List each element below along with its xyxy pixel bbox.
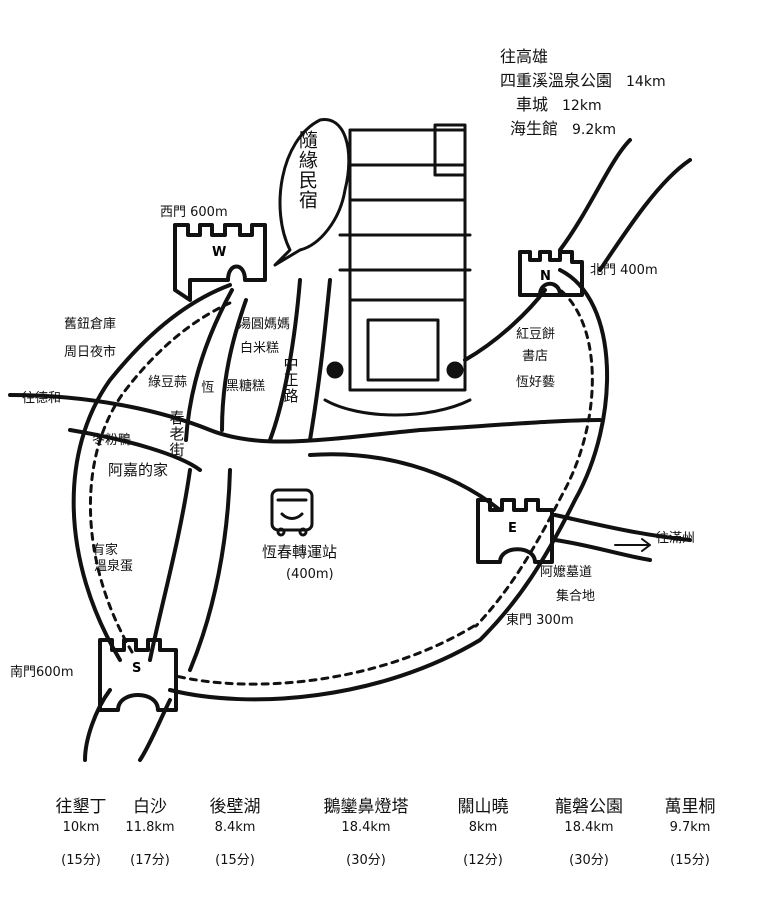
bottom-destination: 往墾丁 10km (15分) bbox=[55, 797, 107, 868]
road-southwest-exit bbox=[83, 688, 172, 762]
city-wall bbox=[71, 268, 610, 702]
label-zhongzheng-road: 中正路 bbox=[281, 356, 300, 404]
east-gate bbox=[476, 498, 554, 564]
east-gate-label: 東門 300m bbox=[506, 613, 574, 628]
homestay-building bbox=[323, 123, 472, 417]
north-destinations-title: 往高雄 bbox=[500, 47, 549, 66]
label-bus-distance: (400m) bbox=[286, 567, 334, 582]
road-north-west-edge bbox=[220, 298, 248, 432]
east-gate-letter: E bbox=[508, 521, 517, 536]
label-green-bean: 綠豆蒜 bbox=[148, 375, 188, 390]
bus-icon bbox=[270, 488, 314, 537]
label-market: 周日夜市 bbox=[64, 345, 117, 360]
south-gate-label: 南門600m bbox=[10, 665, 74, 680]
label-youjia: 有家 bbox=[92, 543, 119, 558]
label-jidi: 集合地 bbox=[556, 589, 596, 604]
west-gate bbox=[173, 223, 267, 302]
label-bus-station: 恆春轉運站 bbox=[262, 543, 338, 561]
homestay-speech-bubble bbox=[273, 118, 351, 267]
label-tangyuan: 湯圓媽媽 bbox=[238, 317, 291, 332]
bottom-destination: 白沙 11.8km (17分) bbox=[125, 797, 175, 868]
south-gate bbox=[98, 638, 178, 712]
bottom-destination: 鵝鑾鼻燈塔 18.4km (30分) bbox=[323, 797, 409, 868]
bottom-destination: 龍磐公園 18.4km (30分) bbox=[555, 797, 623, 868]
label-old-book: 恆好藝 bbox=[516, 375, 556, 390]
north-gate-letter: N bbox=[540, 269, 551, 284]
label-afang: 阿嬤墓道 bbox=[540, 565, 593, 580]
north-gate-label: 北門 400m bbox=[590, 263, 658, 278]
road-east-lower bbox=[553, 538, 652, 562]
homestay-label: 隨緣民宿 bbox=[295, 130, 318, 210]
road-west-main-edge bbox=[68, 428, 202, 472]
north-gate bbox=[518, 250, 584, 297]
bottom-destination: 萬里桐 9.7km (15分) bbox=[664, 797, 716, 868]
bottom-destination: 關山曉 8km (12分) bbox=[457, 797, 509, 868]
city-wall-crenellation bbox=[89, 282, 594, 686]
road-west-main bbox=[8, 393, 602, 444]
label-bing: 恆 bbox=[198, 380, 214, 394]
road-east bbox=[308, 452, 692, 542]
road-north-east bbox=[558, 138, 692, 272]
label-white-rice: 白米糕 bbox=[240, 341, 280, 356]
label-dongfen: 冬粉鴨 bbox=[92, 433, 132, 448]
label-black-rice: 黑糖糕 bbox=[226, 379, 266, 394]
label-ahmei-home: 阿嘉的家 bbox=[108, 461, 169, 479]
road-zhongzheng bbox=[268, 278, 332, 442]
label-old-street: 春老街 bbox=[167, 410, 186, 458]
west-gate-letter: W bbox=[212, 245, 226, 260]
label-redbean: 紅豆餅 bbox=[516, 327, 556, 342]
west-gate-label: 西門 600m bbox=[160, 205, 228, 220]
label-warehouse: 舊鈕倉庫 bbox=[64, 317, 117, 332]
label-to-dehe: 往德和 bbox=[22, 391, 62, 406]
bottom-destination: 後壁湖 8.4km (15分) bbox=[209, 797, 261, 868]
road-north-west bbox=[184, 288, 234, 442]
label-to-manzhou: 往滿州 bbox=[656, 531, 696, 546]
arrow-to-manzhou bbox=[614, 538, 651, 552]
label-bookstore: 書店 bbox=[522, 349, 549, 364]
south-gate-letter: S bbox=[132, 661, 141, 676]
label-soup: 溫泉蛋 bbox=[94, 559, 134, 574]
